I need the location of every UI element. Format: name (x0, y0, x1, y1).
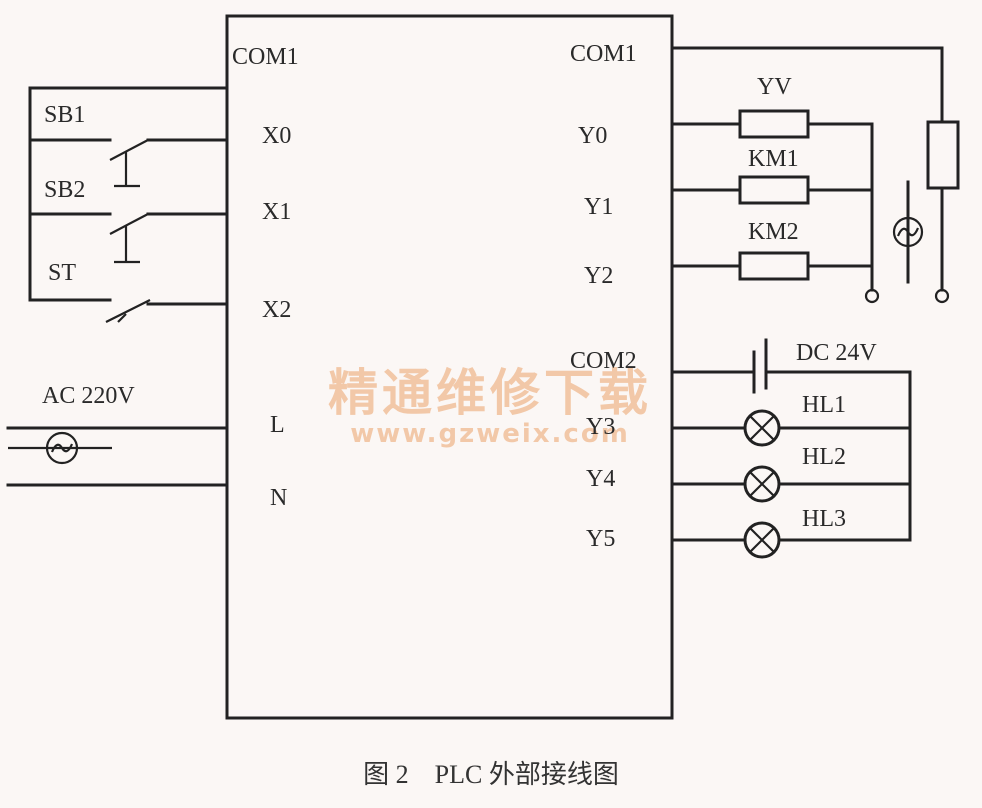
output-ac-source-icon (892, 216, 924, 248)
label-km1: KM1 (748, 146, 799, 172)
label-km2: KM2 (748, 219, 799, 245)
label-ac-supply: AC 220V (42, 383, 135, 409)
figure-caption: 图 2 PLC 外部接线图 (363, 760, 619, 789)
terminal-l: L (270, 412, 285, 438)
terminal-com2: COM2 (570, 348, 637, 374)
terminal-right-com1: COM1 (570, 41, 637, 67)
km1-load-icon (738, 175, 810, 205)
hl1-lamp-icon (743, 409, 781, 447)
yv-load-icon (738, 109, 810, 139)
label-hl2: HL2 (802, 444, 846, 470)
output-ac-source (892, 180, 924, 284)
watermark-title: 精通维修下载 (328, 364, 652, 422)
sb2-pushbutton (109, 213, 149, 264)
dc-battery-icon (752, 338, 768, 394)
terminal-y5: Y5 (586, 526, 615, 552)
hl2-lamp-icon (743, 465, 781, 503)
terminal-y4: Y4 (586, 466, 615, 492)
label-yv: YV (757, 74, 792, 100)
terminal-y1: Y1 (584, 194, 613, 220)
terminal-y0: Y0 (578, 123, 607, 149)
km2-load-icon (738, 251, 810, 281)
terminal-n: N (270, 485, 287, 511)
lamp-circuit (670, 370, 912, 542)
label-hl1: HL1 (802, 392, 846, 418)
plc-body (225, 14, 674, 720)
label-dc-supply: DC 24V (796, 340, 877, 366)
watermark-url: www.gzweix.com (350, 419, 630, 449)
terminal-x1: X1 (262, 199, 291, 225)
yv-coil-icon (926, 120, 960, 190)
ac-source-icon (45, 431, 79, 465)
label-st: ST (48, 260, 76, 286)
terminal-y3: Y3 (586, 414, 615, 440)
st-contact (105, 299, 151, 323)
output-com1-circuit (670, 46, 960, 304)
terminal-left-com1: COM1 (232, 44, 299, 70)
terminal-y2: Y2 (584, 263, 613, 289)
load-rail (670, 122, 880, 304)
sb1-pushbutton (109, 139, 149, 188)
ac-supply (6, 426, 229, 487)
hl3-lamp-icon (743, 521, 781, 559)
label-hl3: HL3 (802, 506, 846, 532)
label-sb1: SB1 (44, 102, 85, 128)
label-sb2: SB2 (44, 177, 85, 203)
input-circuit (28, 86, 229, 306)
terminal-x2: X2 (262, 297, 291, 323)
terminal-x0: X0 (262, 123, 291, 149)
